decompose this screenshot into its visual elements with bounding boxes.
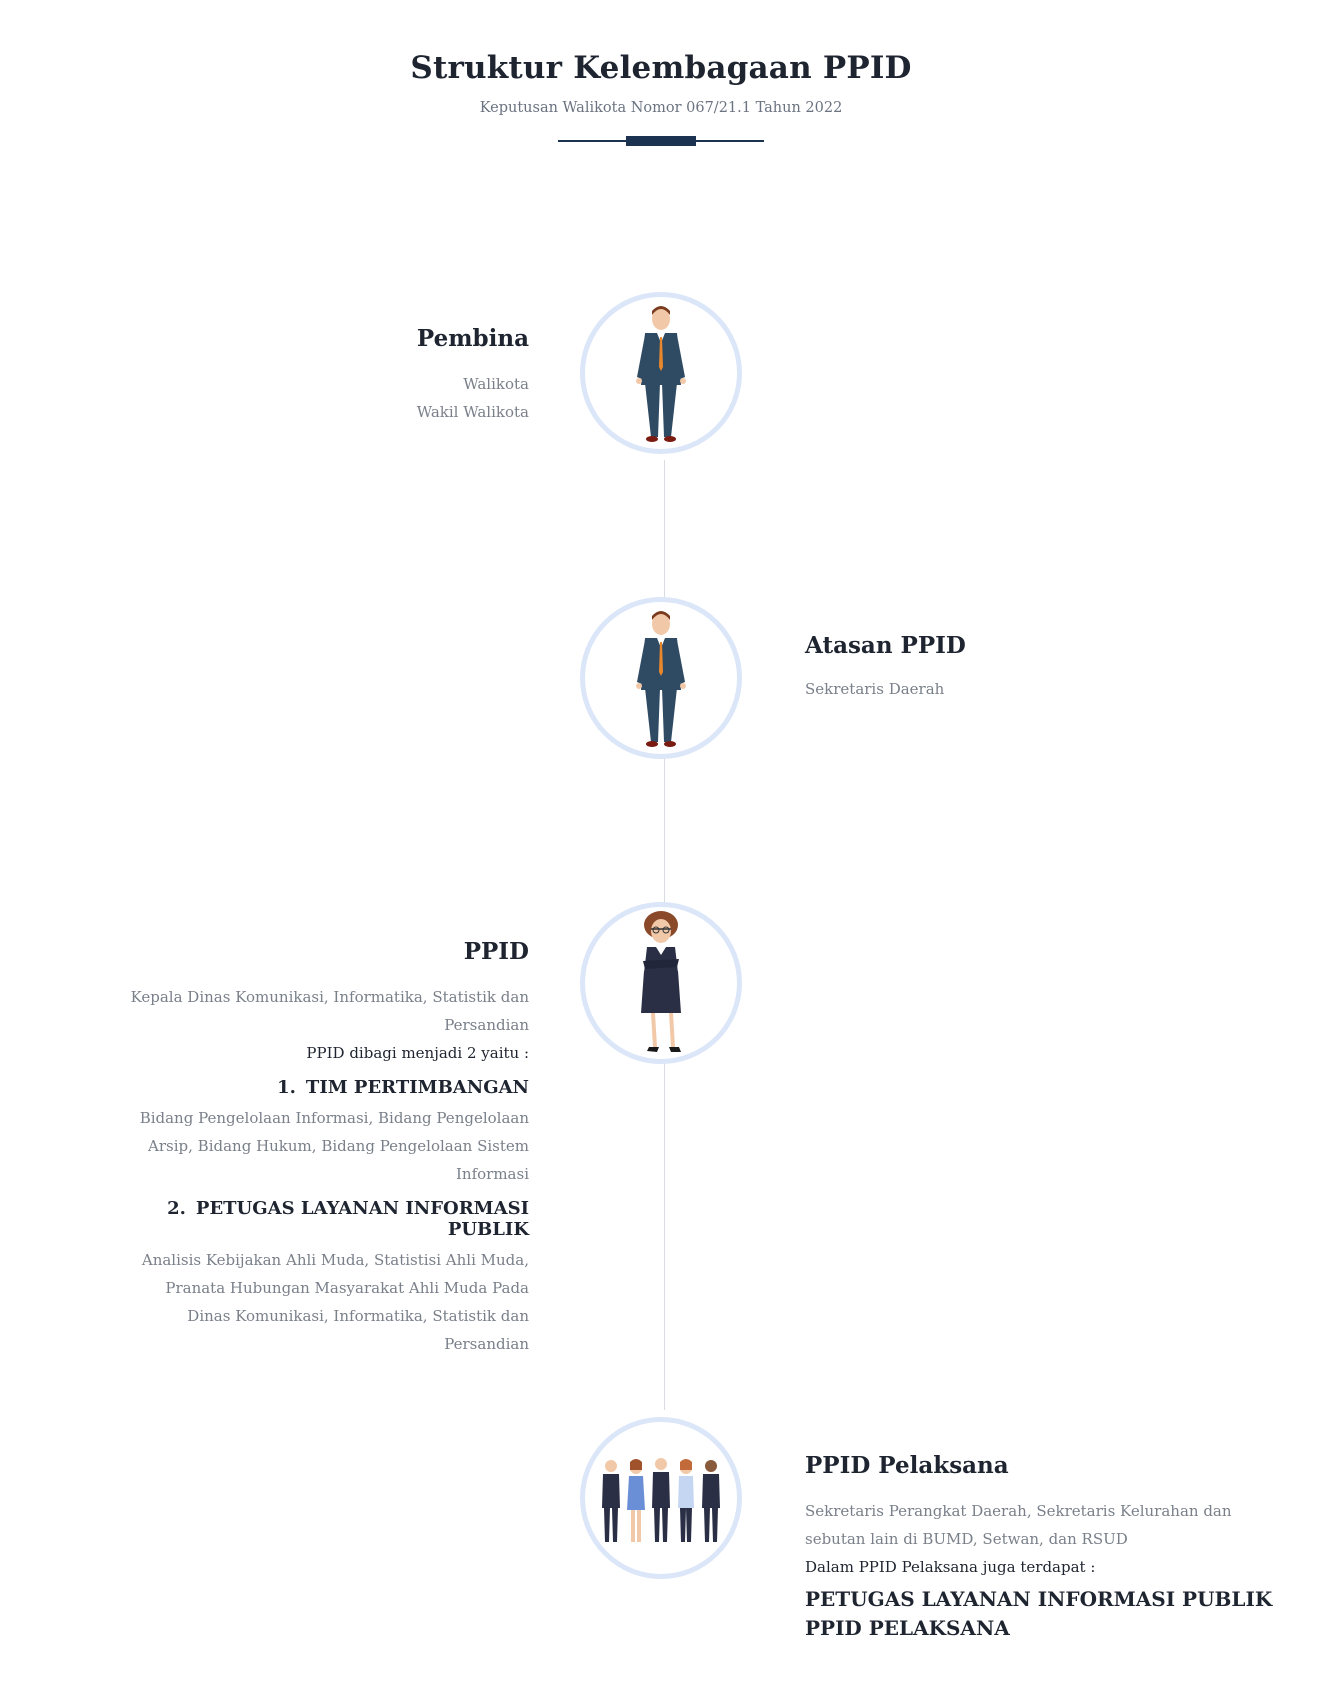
role-title-atasan: Atasan PPID [805, 632, 966, 659]
ppid-item-heading: 2. PETUGAS LAYANAN INFORMASI PUBLIK [109, 1198, 529, 1240]
role-title-pelaksana: PPID Pelaksana [805, 1452, 1009, 1479]
role-line: Sekretaris Perangkat Daerah, Sekretaris … [805, 1502, 1232, 1520]
pelaksana-intro: Dalam PPID Pelaksana juga terdapat : [805, 1558, 1096, 1576]
highlight-line: PETUGAS LAYANAN INFORMASI PUBLIK [805, 1587, 1273, 1611]
item-line: Analisis Kebijakan Ahli Muda, Statistisi… [141, 1251, 529, 1269]
item-heading-text: PETUGAS LAYANAN INFORMASI PUBLIK [195, 1198, 529, 1240]
node-atasan [580, 597, 742, 759]
ppid-intro: PPID dibagi menjadi 2 yaitu : [306, 1044, 529, 1062]
role-desc-ppid: Kepala Dinas Komunikasi, Informatika, St… [109, 983, 529, 1039]
page-subtitle: Keputusan Walikota Nomor 067/21.1 Tahun … [479, 100, 843, 116]
node-pembina [580, 292, 742, 454]
item-number: 1. [277, 1077, 296, 1098]
section-atasan: Atasan PPID Sekretaris Daerah [805, 632, 966, 703]
role-line: Wakil Walikota [416, 403, 529, 421]
item-line: Persandian [444, 1335, 529, 1353]
title-divider [558, 136, 764, 146]
ppid-item-desc: Analisis Kebijakan Ahli Muda, Statistisi… [109, 1246, 529, 1358]
business-woman-icon [641, 911, 681, 1052]
ppid-item-heading: 1. TIM PERTIMBANGAN [109, 1077, 529, 1098]
role-title-pembina: Pembina [416, 325, 529, 352]
ppid-item-desc: Bidang Pengelolaan Informasi, Bidang Pen… [109, 1104, 529, 1188]
divider-bar [626, 136, 696, 146]
role-title-ppid: PPID [463, 938, 529, 965]
item-number: 2. [167, 1198, 186, 1219]
item-line: Informasi [455, 1165, 529, 1183]
role-line: sebutan lain di BUMD, Setwan, dan RSUD [805, 1530, 1128, 1548]
role-desc-atasan: Sekretaris Daerah [805, 675, 966, 703]
role-line: Kepala Dinas Komunikasi, Informatika, St… [130, 988, 529, 1006]
node-pelaksana [580, 1417, 742, 1579]
role-desc-pembina: Walikota Wakil Walikota [417, 370, 529, 426]
section-pembina: Pembina Walikota Wakil Walikota [417, 325, 529, 426]
role-desc-pelaksana: Sekretaris Perangkat Daerah, Sekretaris … [805, 1497, 1272, 1553]
page-header: Struktur Kelembagaan PPID Keputusan Wali… [0, 50, 1322, 146]
highlight-line: PPID PELAKSANA [805, 1616, 1010, 1640]
role-line: Persandian [444, 1016, 529, 1034]
role-line: Sekretaris Daerah [805, 680, 945, 698]
man-in-suit-icon [636, 611, 686, 747]
item-line: Bidang Pengelolaan Informasi, Bidang Pen… [139, 1109, 529, 1127]
item-line: Dinas Komunikasi, Informatika, Statistik… [187, 1307, 529, 1325]
item-heading-text: TIM PERTIMBANGAN [305, 1077, 529, 1098]
page-title: Struktur Kelembagaan PPID [410, 50, 912, 86]
node-ppid [580, 902, 742, 1064]
section-pelaksana: PPID Pelaksana Sekretaris Perangkat Daer… [805, 1452, 1272, 1643]
man-in-suit-icon [636, 306, 686, 442]
item-line: Pranata Hubungan Masyarakat Ahli Muda Pa… [165, 1279, 529, 1297]
pelaksana-highlight: PETUGAS LAYANAN INFORMASI PUBLIK PPID PE… [805, 1585, 1272, 1643]
role-line: Walikota [463, 375, 529, 393]
team-group-icon [602, 1458, 720, 1542]
section-ppid: PPID Kepala Dinas Komunikasi, Informatik… [109, 938, 529, 1358]
item-line: Arsip, Bidang Hukum, Bidang Pengelolaan … [148, 1137, 529, 1155]
